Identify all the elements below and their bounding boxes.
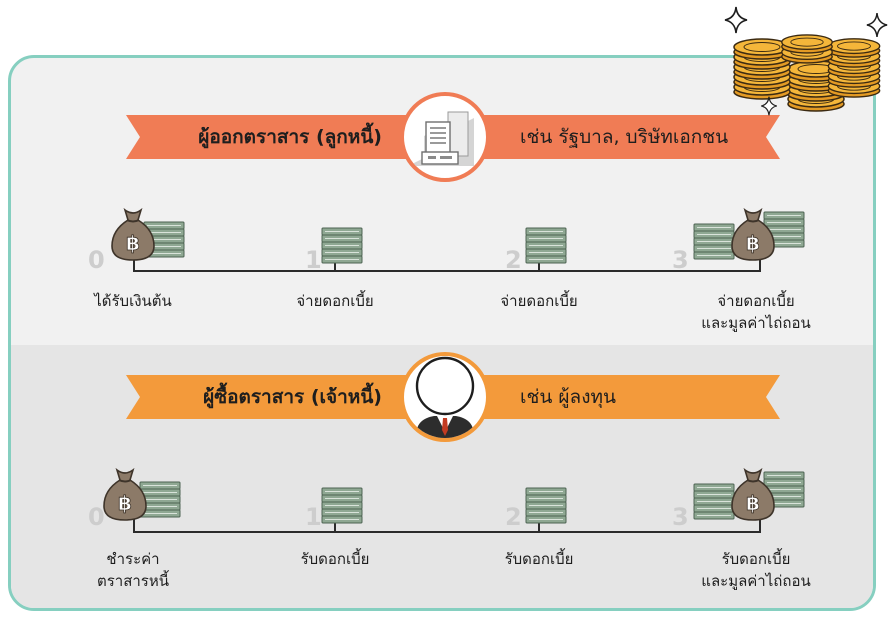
issuer-title: ผู้ออกตราสาร (ลูกหนี้)	[198, 126, 382, 148]
money-bag-cash-icon	[100, 460, 184, 524]
cash-money-bag-icon	[690, 202, 810, 266]
issuer-step-number: 0	[88, 246, 105, 274]
buyer-example-ribbon: เช่น ผู้ลงทุน	[474, 375, 780, 419]
buyer-step-number: 1	[305, 503, 322, 531]
buyer-step-number: 0	[88, 503, 105, 531]
buyer-step-number: 3	[672, 503, 689, 531]
cash-money-bag-icon	[690, 462, 810, 526]
businessman-icon	[414, 356, 476, 438]
cash-stack-icon	[524, 226, 572, 266]
cash-stack-icon	[524, 486, 572, 526]
buyer-tick-2	[538, 519, 540, 533]
buyer-step-label-line2: และมูลค่าไถ่ถอน	[701, 572, 811, 590]
issuer-tick-0	[133, 258, 135, 272]
cash-stack-icon	[320, 486, 368, 526]
building-icon	[408, 111, 474, 166]
buyer-step-label-line2: ตราสารหนี้	[97, 572, 169, 590]
buyer-step-label: รับดอกเบี้ย	[721, 550, 791, 568]
buyer-tick-1	[334, 519, 336, 533]
buyer-title-ribbon: ผู้ซื้อตราสาร (เจ้าหนี้)	[126, 375, 416, 419]
sparkle-icon	[760, 96, 778, 116]
buyer-step-label: รับดอกเบี้ย	[300, 550, 370, 568]
buyer-icon-circle	[400, 352, 490, 442]
buyer-timeline-axis	[134, 531, 760, 533]
issuer-timeline-axis	[134, 270, 760, 272]
issuer-step-label: จ่ายดอกเบี้ย	[296, 292, 374, 310]
issuer-step-label: จ่ายดอกเบี้ย	[500, 292, 578, 310]
sparkle-icon	[866, 12, 888, 38]
buyer-tick-0	[133, 519, 135, 533]
sparkle-icon	[724, 6, 748, 34]
buyer-step-number: 2	[505, 503, 522, 531]
buyer-example: เช่น ผู้ลงทุน	[520, 386, 616, 408]
issuer-title-ribbon: ผู้ออกตราสาร (ลูกหนี้)	[126, 115, 416, 159]
issuer-step-label: จ่ายดอกเบี้ย	[717, 292, 795, 310]
issuer-example-ribbon: เช่น รัฐบาล, บริษัทเอกชน	[474, 115, 780, 159]
issuer-example: เช่น รัฐบาล, บริษัทเอกชน	[520, 126, 729, 148]
buyer-tick-3	[759, 519, 761, 533]
issuer-icon-circle	[400, 92, 490, 182]
issuer-tick-1	[334, 258, 336, 272]
issuer-step-label: ได้รับเงินต้น	[94, 292, 172, 310]
buyer-step-label: ชำระค่า	[106, 550, 160, 568]
issuer-step-number: 1	[305, 246, 322, 274]
buyer-title: ผู้ซื้อตราสาร (เจ้าหนี้)	[203, 386, 382, 408]
cash-stack-icon	[320, 226, 368, 266]
buyer-step-label: รับดอกเบี้ย	[504, 550, 574, 568]
money-bag-cash-icon	[108, 200, 188, 264]
issuer-tick-3	[759, 258, 761, 272]
issuer-step-number: 2	[505, 246, 522, 274]
issuer-tick-2	[538, 258, 540, 272]
issuer-step-number: 3	[672, 246, 689, 274]
issuer-step-label-line2: และมูลค่าไถ่ถอน	[701, 314, 811, 332]
